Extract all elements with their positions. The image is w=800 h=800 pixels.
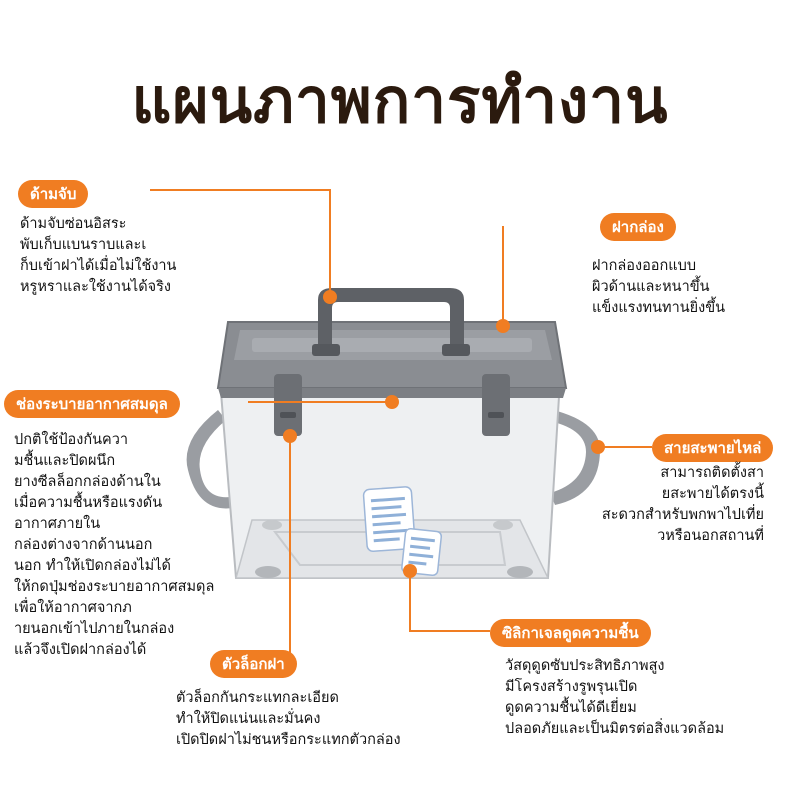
silica-badge: ซิลิกาเจลดูดความชื้น xyxy=(490,619,651,647)
leader-dots xyxy=(283,290,605,578)
silica-description: วัสดุดูดซับประสิทธิภาพสูง มีโครงสร้างรูพ… xyxy=(505,658,725,737)
vent-badge: ช่องระบายอากาศสมดุล xyxy=(4,390,180,418)
lid-badge: ฝากล่อง xyxy=(600,213,676,241)
left-latch xyxy=(274,374,302,436)
handle-badge: ด้ามจับ xyxy=(18,180,89,208)
lid-description: ฝากล่องออกแบบ ผิวด้านและหนาขึ้น แข็งแรงท… xyxy=(592,258,726,316)
lock-badge: ตัวล็อกฝา xyxy=(210,650,297,678)
strap-badge: สายสะพายไหล่ xyxy=(652,434,774,462)
lock-description: ตัวล็อกกันกระแทกละเอียด ทำให้ปิดแน่นและม… xyxy=(176,690,401,748)
right-latch xyxy=(482,374,510,436)
vent-description: ปกติใช้ป้องกันควา มชื้นและปิดผนึก ยางซีล… xyxy=(14,432,215,658)
handle-description: ด้ามจับซ่อนอิสระ พับเก็บแบนราบและเ ก็บเข… xyxy=(20,216,177,295)
strap-description: สามารถติดตั้งสา ยสะพายได้ตรงนี้ สะดวกสำห… xyxy=(601,465,764,544)
silica-gel-pack xyxy=(362,486,416,553)
page-title: แผนภาพการทำงาน xyxy=(131,64,669,137)
leader-lines xyxy=(150,189,652,660)
shoulder-strap xyxy=(186,410,245,509)
